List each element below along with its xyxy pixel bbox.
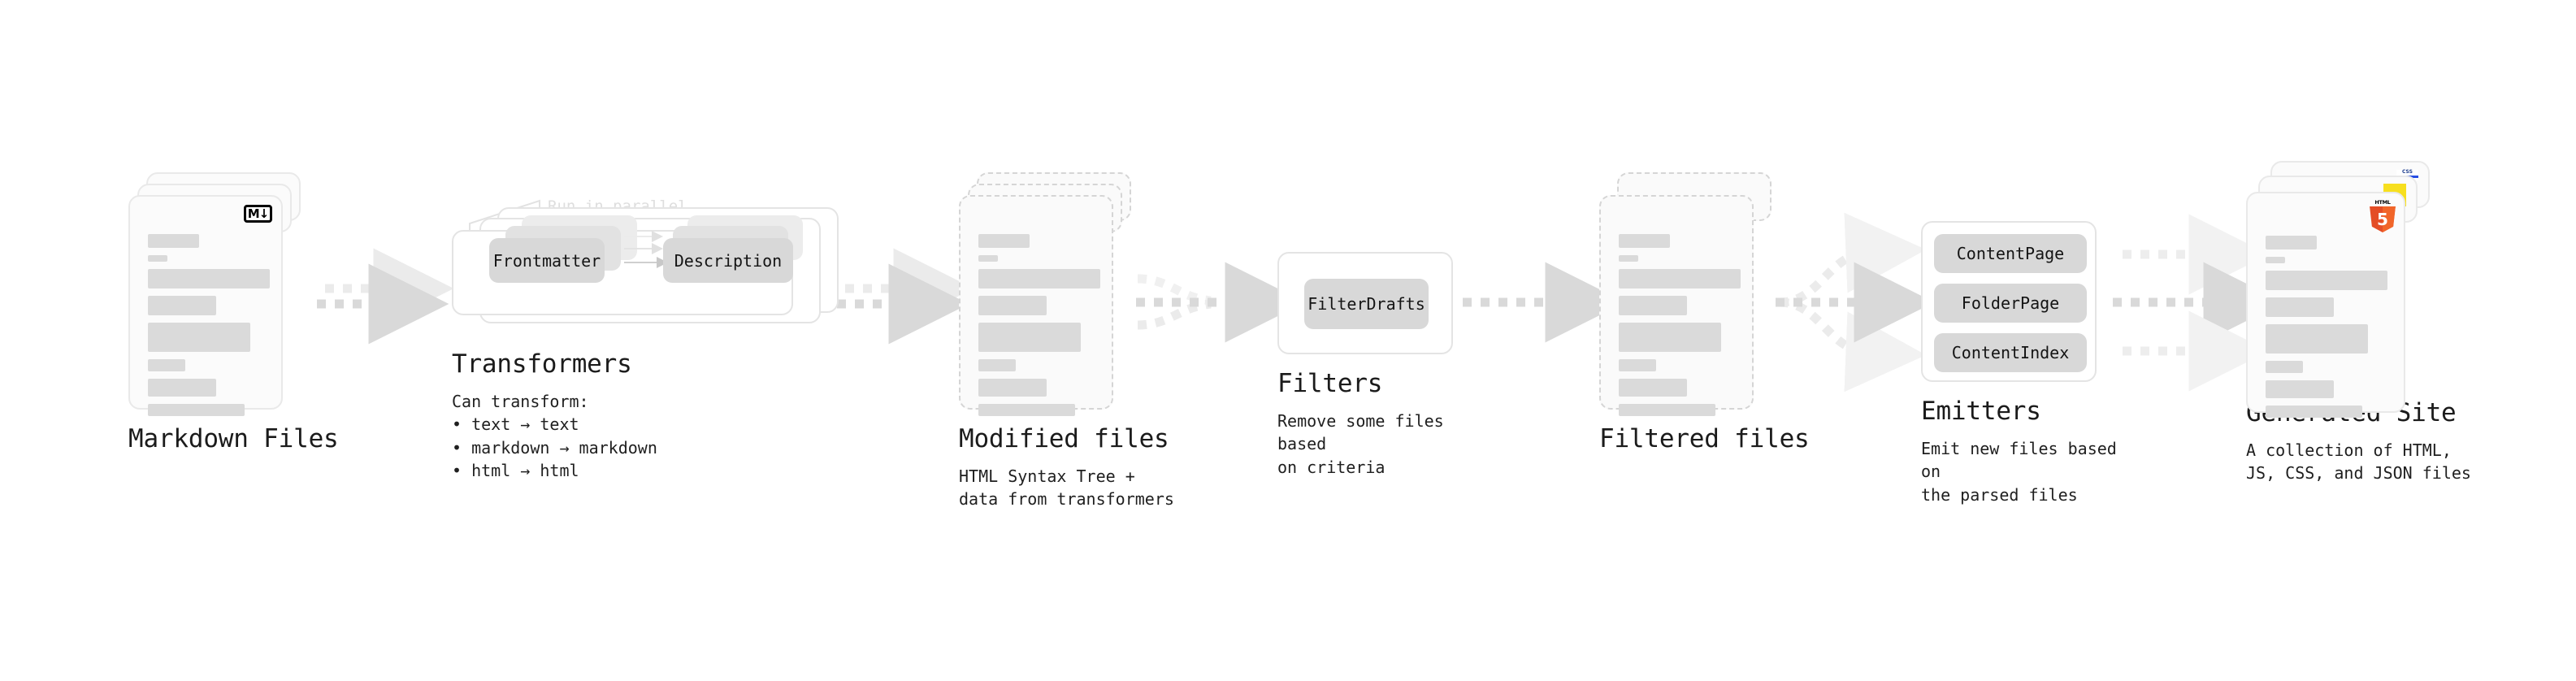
edge-transformers-to-modified (837, 248, 974, 345)
emitter-chip-contentpage[interactable]: ContentPage (1934, 234, 2087, 273)
markdown-icon: M↓ (244, 205, 272, 223)
transformer-chip-frontmatter[interactable]: Frontmatter (489, 238, 605, 283)
generated-file-stack: CSS HTML 5 (2246, 161, 2430, 418)
filtered-file-stack (1599, 172, 1772, 416)
emitters-panel: ContentPage FolderPage ContentIndex (1921, 221, 2097, 382)
node-emitters: ContentPage FolderPage ContentIndex Emit… (1921, 221, 2132, 506)
node-filtered-files: Filtered files (1599, 172, 1810, 453)
node-subtitle-transformers: Can transform: • text → text • markdown … (452, 392, 657, 481)
chip-label-folderpage: FolderPage (1961, 293, 2060, 313)
filters-box-wrap: FilterDrafts (1277, 252, 1453, 354)
node-title-emitters: Emitters (1921, 397, 2041, 426)
document-card-front-html: HTML 5 (2246, 192, 2405, 418)
filter-chip-filterdrafts[interactable]: FilterDrafts (1304, 279, 1429, 329)
edge-modified-to-filters (1136, 262, 1306, 343)
emitters-box-wrap: ContentPage FolderPage ContentIndex (1921, 221, 2097, 382)
transformer-chip-description[interactable]: Description (663, 238, 793, 283)
edge-markdown-to-transformers (317, 248, 454, 345)
document-skeleton (1619, 234, 1741, 423)
node-markdown-files: M↓ Markdown Files (128, 172, 339, 453)
transformer-stack: Frontmatter Description (452, 207, 842, 341)
node-title-filtered-files: Filtered files (1599, 424, 1810, 453)
node-title-filters: Filters (1277, 369, 1383, 398)
document-card-front (959, 195, 1113, 416)
document-skeleton (2266, 236, 2387, 425)
edge-emitters-to-generated (2113, 214, 2284, 392)
node-title-transformers: Transformers (452, 349, 632, 379)
chip-label-contentindex: ContentIndex (1951, 343, 2070, 362)
edge-filtered-to-emitters (1776, 212, 1935, 393)
node-subtitle-emitters: Emit new files based on the parsed files (1921, 439, 2117, 505)
html5-icon: HTML 5 (2369, 200, 2396, 232)
modified-file-stack (959, 172, 1131, 416)
node-subtitle-modified-files: HTML Syntax Tree + data from transformer… (959, 466, 1174, 510)
document-skeleton (148, 234, 270, 423)
node-transformers: Run in parallel (452, 195, 842, 483)
node-filters: FilterDrafts Filters Remove some files b… (1277, 252, 1456, 479)
document-card-front: M↓ (128, 195, 283, 416)
node-subtitle-generated-site: A collection of HTML, JS, CSS, and JSON … (2246, 440, 2471, 484)
chip-label-description: Description (674, 250, 783, 271)
node-subtitle-filters: Remove some files based on criteria (1277, 411, 1444, 477)
node-generated-site: CSS HTML 5 (2246, 161, 2471, 485)
filters-panel: FilterDrafts (1277, 252, 1453, 354)
chip-label-contentpage: ContentPage (1956, 244, 2065, 263)
node-title-markdown-files: Markdown Files (128, 424, 339, 453)
markdown-file-stack: M↓ (128, 172, 301, 416)
chip-label-frontmatter: Frontmatter (492, 250, 601, 271)
document-skeleton (978, 234, 1100, 423)
node-title-modified-files: Modified files (959, 424, 1169, 453)
node-modified-files: Modified files HTML Syntax Tree + data f… (959, 172, 1174, 511)
transformer-inner-arrows (624, 231, 668, 268)
emitter-chip-contentindex[interactable]: ContentIndex (1934, 333, 2087, 372)
document-card-front (1599, 195, 1754, 416)
emitter-chip-folderpage[interactable]: FolderPage (1934, 284, 2087, 323)
chip-label-filterdrafts: FilterDrafts (1308, 294, 1425, 314)
